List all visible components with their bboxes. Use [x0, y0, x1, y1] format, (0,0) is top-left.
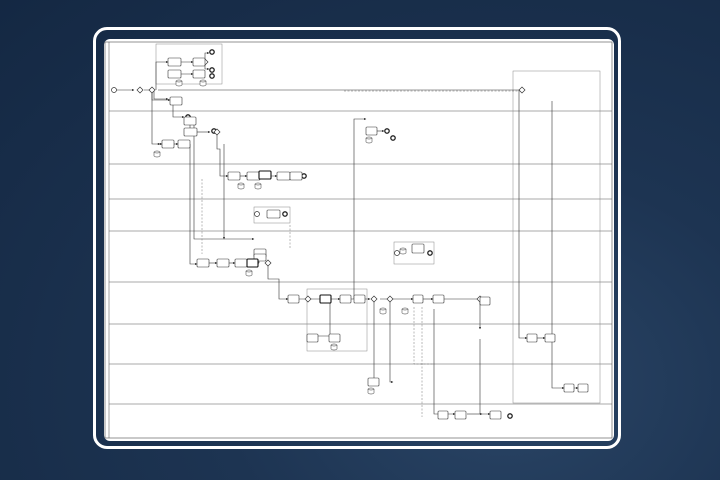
task[interactable] [183, 116, 197, 126]
task[interactable] [192, 69, 206, 79]
pool-border [104, 41, 613, 439]
task[interactable] [183, 127, 198, 137]
end-event[interactable] [301, 173, 307, 179]
task[interactable] [411, 243, 425, 254]
call-activity[interactable] [258, 170, 272, 180]
call-activity[interactable] [246, 258, 259, 268]
data-store-icon [245, 269, 253, 277]
task[interactable] [353, 294, 366, 304]
data-store-icon [175, 79, 183, 87]
task[interactable] [169, 96, 183, 106]
end-event[interactable] [390, 135, 396, 141]
task[interactable] [287, 294, 300, 304]
task[interactable] [526, 333, 538, 343]
exclusive-gateway[interactable] [518, 86, 526, 94]
exclusive-gateway[interactable] [136, 86, 144, 94]
task[interactable] [328, 333, 341, 343]
diagram-canvas[interactable] [104, 39, 614, 441]
data-store-icon [379, 307, 387, 315]
task[interactable] [216, 258, 230, 268]
subprocess-container-right [512, 70, 601, 404]
task[interactable] [306, 333, 319, 343]
end-event[interactable] [427, 250, 433, 256]
task[interactable] [276, 171, 291, 181]
end-event[interactable] [209, 73, 215, 79]
data-store-icon [365, 136, 373, 144]
task[interactable] [196, 258, 210, 268]
screenshot-frame [93, 27, 621, 449]
task[interactable] [167, 69, 182, 79]
exclusive-gateway[interactable] [213, 128, 221, 136]
start-event[interactable] [394, 250, 400, 256]
task[interactable] [339, 294, 352, 304]
data-store-icon [199, 79, 207, 87]
task[interactable] [192, 57, 206, 67]
data-store-icon [399, 247, 407, 255]
exclusive-gateway[interactable] [370, 295, 378, 303]
end-event[interactable] [384, 128, 390, 134]
exclusive-gateway[interactable] [148, 86, 156, 94]
data-store-icon [237, 182, 245, 190]
data-store-icon [367, 387, 375, 395]
parallel-gateway[interactable] [386, 295, 394, 303]
start-event[interactable] [254, 211, 260, 217]
lane-dividers [109, 110, 612, 405]
exclusive-gateway[interactable] [304, 295, 312, 303]
task[interactable] [454, 410, 467, 420]
task[interactable] [544, 333, 556, 343]
task[interactable] [246, 171, 261, 181]
subprocess-container-middle [306, 288, 368, 352]
task[interactable] [577, 383, 589, 393]
task[interactable] [167, 57, 182, 67]
task[interactable] [266, 209, 281, 219]
end-event[interactable] [507, 413, 513, 419]
end-event[interactable] [209, 67, 215, 73]
task[interactable] [412, 294, 424, 304]
start-event[interactable] [111, 87, 117, 93]
sequence-flows [116, 51, 579, 416]
exclusive-gateway[interactable] [264, 259, 272, 267]
data-store-icon [153, 150, 161, 158]
task[interactable] [479, 296, 491, 306]
call-activity[interactable] [319, 294, 332, 304]
task[interactable] [365, 126, 378, 136]
end-event[interactable] [209, 49, 215, 55]
task[interactable] [161, 139, 175, 149]
event-subprocess-a [253, 206, 291, 224]
message-flows [201, 90, 524, 417]
task[interactable] [437, 410, 449, 420]
data-store-icon [330, 343, 338, 351]
task[interactable] [227, 171, 241, 181]
event-subprocess-b [393, 241, 435, 265]
bpmn-diagram [104, 41, 613, 439]
task[interactable] [489, 410, 502, 420]
end-event[interactable] [282, 211, 288, 217]
task[interactable] [177, 139, 191, 149]
data-store-icon [254, 182, 262, 190]
task[interactable] [563, 383, 575, 393]
task[interactable] [234, 258, 248, 268]
task[interactable] [367, 377, 380, 387]
task[interactable] [289, 171, 303, 181]
task[interactable] [432, 294, 445, 304]
data-store-icon [401, 307, 409, 315]
